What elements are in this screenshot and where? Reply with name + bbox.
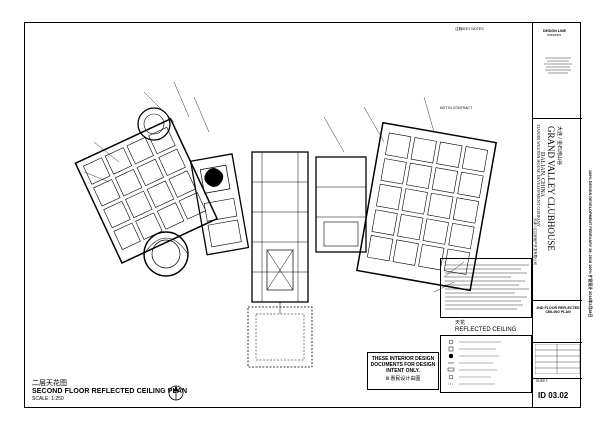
- project-name-zh: 大连 / 金石滩山谷: [556, 126, 562, 166]
- tb-divider-4: [533, 378, 582, 379]
- ceiling-legend-box: [440, 335, 532, 393]
- sheet-border: [24, 22, 581, 408]
- rotunda: [143, 231, 189, 277]
- disclaimer-zh: Ⅲ 惠民设计由图: [385, 376, 421, 383]
- sheet-number: ID 03.02: [538, 391, 569, 400]
- design-intent-disclaimer: THESE INTERIOR DESIGN DOCUMENTS FOR DESI…: [367, 352, 439, 390]
- leader-lines: [83, 81, 465, 293]
- not-in-contract-note: NOT IN CONTRACT: [440, 106, 473, 110]
- firm-name: DESIGN LINE: [543, 29, 566, 33]
- client-name: TIANJIN WESTON HOUSE DEVELOPMENT COMPANY: [536, 124, 541, 227]
- left-wing: [74, 117, 219, 264]
- revision-table: [535, 344, 580, 374]
- client-name-zh: 天津 / 亿达房地产开发有限公司: [533, 218, 537, 265]
- legend-title-en: REFLECTED CEILING: [455, 327, 517, 333]
- center-left-block: [189, 153, 250, 256]
- drawing-title-en: SECOND FLOOR REFLECTED CEILING PLAN: [32, 388, 188, 395]
- sheet-label: SHEET:: [536, 379, 548, 383]
- firm-sub: INTERIORS: [547, 34, 562, 37]
- drawing-scale: SCALE: 1:250: [32, 396, 64, 402]
- legend-title-zh: 天花: [455, 320, 466, 326]
- right-wing: [356, 121, 498, 292]
- project-name-en: GRAND VALLEY CLUBHOUSE: [546, 126, 556, 251]
- ceiling-legend-symbols: [447, 339, 501, 385]
- disclaimer-en: THESE INTERIOR DESIGN DOCUMENTS FOR DESI…: [370, 356, 436, 374]
- right-center-block: [315, 156, 367, 253]
- issue-note: 100% DESIGN DEVELOPMENT FEBRUARY 28, 201…: [588, 170, 592, 318]
- general-notes-lines: [445, 264, 529, 310]
- entrance-canopy: [247, 302, 313, 368]
- floor-plan-drawing: [74, 81, 498, 368]
- sheet-title: 2ND FLOOR REFLECTED CEILING PLAN: [536, 306, 580, 315]
- key-notes-title: 注释/KEY NOTES: [455, 27, 484, 31]
- tb-divider-1: [533, 118, 582, 119]
- central-corridor: [251, 151, 309, 303]
- firm-address-lines: [544, 57, 572, 74]
- title-block: DESIGN LINE INTERIORS 大连 / 金石滩山谷 GRAND V…: [532, 22, 582, 408]
- general-notes-box: [440, 258, 532, 318]
- tb-divider-2: [533, 300, 582, 301]
- tower-round: [137, 107, 171, 141]
- tb-divider-3: [533, 342, 582, 343]
- north-arrow-icon: [168, 385, 184, 401]
- drawing-title-zh: 二层天花图: [32, 380, 67, 387]
